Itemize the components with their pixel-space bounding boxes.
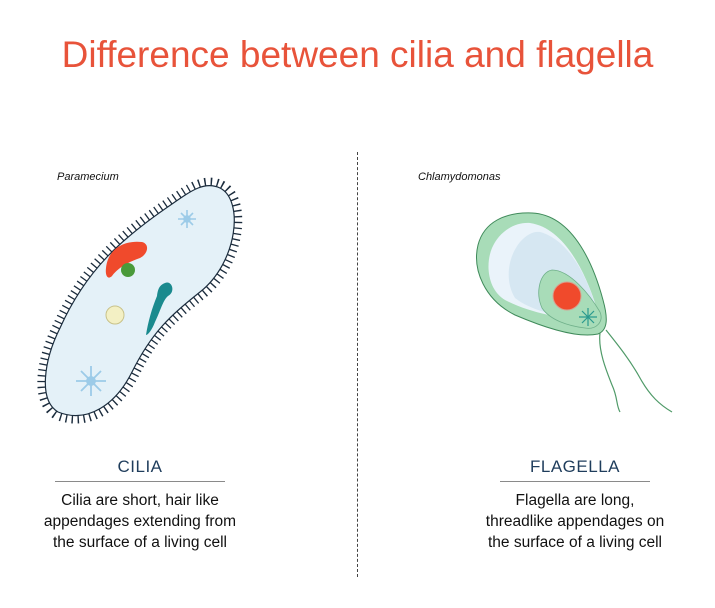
food-vacuole <box>105 305 125 325</box>
dashed-divider <box>357 152 358 577</box>
cilia-description-line: Cilia are short, hair like <box>61 492 219 509</box>
flagella-description: Flagella are long, threadlike appendages… <box>435 490 715 553</box>
cilia-description-line: the surface of a living cell <box>52 534 228 551</box>
flagella-underline <box>500 481 650 482</box>
cilia-underline <box>55 481 225 482</box>
flagellum <box>599 332 621 413</box>
page-title: Difference between cilia and flagella <box>61 34 654 75</box>
cilia-heading: CILIA <box>117 457 163 476</box>
nucleus <box>552 281 582 311</box>
species-label-chlamydomonas: Chlamydomonas <box>418 171 501 183</box>
macronucleus <box>105 241 148 278</box>
paramecium-body <box>44 184 235 417</box>
micronucleus <box>121 263 135 277</box>
cilia-description-line: appendages extending from <box>43 513 237 530</box>
oral-groove <box>146 282 173 335</box>
flagella-description-line: the surface of a living cell <box>487 534 663 551</box>
flagellum <box>605 329 673 413</box>
flagella-description-line: threadlike appendages on <box>485 513 665 530</box>
paramecium-illustration <box>37 177 243 424</box>
species-label-paramecium: Paramecium <box>57 171 119 183</box>
cilia-description: Cilia are short, hair like appendages ex… <box>0 490 280 553</box>
contractile-vacuole-icon <box>178 210 196 228</box>
basal-body-icon <box>579 308 597 326</box>
chlamydomonas-illustration <box>476 212 673 413</box>
flagella-heading: FLAGELLA <box>530 457 620 476</box>
flagella-description-line: Flagella are long, <box>515 492 635 509</box>
contractile-vacuole-icon <box>76 366 106 396</box>
